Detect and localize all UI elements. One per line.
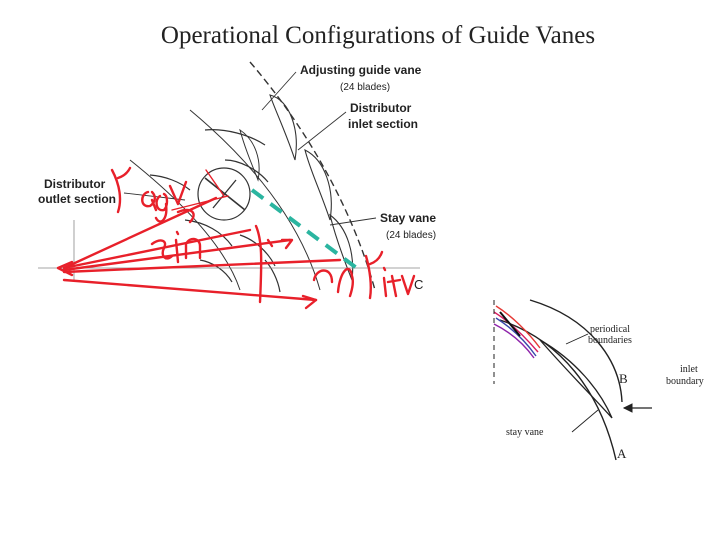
inset-boundary-curve [499, 319, 617, 461]
red-arrow [280, 238, 294, 250]
inset-leader [565, 333, 589, 345]
guide-vane [224, 159, 269, 183]
label-inset-stay-vane: stay vane [506, 427, 544, 438]
red-line [171, 195, 229, 211]
handwritten-gitv [364, 250, 384, 300]
red-arrow [301, 294, 318, 310]
label-inlet-1: inlet [680, 364, 698, 375]
main-labels: Adjusting guide vane (24 blades) Distrib… [38, 63, 436, 292]
guide-vane [239, 234, 276, 267]
stay-vane-blade [269, 94, 297, 161]
guide-vane [204, 129, 266, 146]
distributor-outlet-arc [129, 159, 241, 291]
label-distributor-inlet-2: inlet section [348, 117, 418, 131]
inset-boundary-curve [529, 299, 623, 403]
label-periodical-2: boundaries [588, 335, 632, 346]
handwritten-gitv [382, 266, 388, 298]
label-adjusting-blades: (24 blades) [340, 82, 390, 93]
red-vertical-mark [254, 224, 263, 304]
label-distributor-inlet-1: Distributor [350, 101, 412, 115]
inlet-arrow-head [622, 403, 633, 413]
red-line [62, 278, 318, 302]
slide-title: Operational Configurations of Guide Vane… [161, 22, 595, 49]
detail-circle [197, 167, 251, 221]
guide-vane [149, 174, 191, 191]
stay-vane-blade [239, 128, 260, 182]
leader-line [329, 217, 377, 226]
handwritten-gin [174, 230, 180, 264]
red-tick [266, 238, 274, 248]
handwritten-agv [176, 208, 195, 224]
red-line [62, 196, 218, 270]
handwritten-gitv [386, 274, 402, 298]
red-line [62, 258, 342, 274]
teal-dashed-line [250, 188, 364, 274]
handwritten-gin [150, 239, 174, 260]
label-distributor-outlet-2: outlet section [38, 192, 116, 206]
red-line [62, 228, 252, 270]
handwritten-agv [141, 190, 158, 212]
label-point-c: C [414, 277, 423, 292]
handwritten-gin [184, 237, 202, 260]
handwritten-gamma-mark [110, 166, 132, 214]
red-arrow [56, 260, 74, 277]
label-periodical-1: periodical [590, 324, 630, 335]
handwritten-agv [168, 180, 188, 206]
inset-diagram [493, 299, 652, 461]
red-bracket [312, 267, 355, 298]
inset-vane-cluster [493, 305, 541, 359]
guide-vane [264, 259, 281, 293]
stay-ring-arc [249, 61, 376, 291]
label-stay-vane: Stay vane [380, 211, 436, 225]
handwritten-agv [154, 192, 169, 223]
inset-stay-vane [539, 339, 613, 419]
leader-line [297, 111, 347, 151]
label-distributor-outlet-1: Distributor [44, 177, 106, 191]
guide-vane [199, 259, 233, 283]
inset-labels: periodical boundaries inlet boundary sta… [506, 324, 704, 461]
leader-line [261, 71, 297, 111]
label-stay-blades: (24 blades) [386, 230, 436, 241]
label-inlet-2: boundary [666, 376, 704, 387]
vane-cross [212, 179, 237, 209]
handwritten-gitv [400, 274, 416, 296]
stay-vane-blade [304, 148, 332, 221]
red-line [205, 169, 225, 197]
label-point-a: A [617, 446, 627, 461]
label-adjusting-guide-vane: Adjusting guide vane [300, 63, 422, 77]
red-annotations [56, 166, 416, 310]
label-point-b: B [619, 371, 628, 386]
inset-leader [571, 409, 599, 433]
